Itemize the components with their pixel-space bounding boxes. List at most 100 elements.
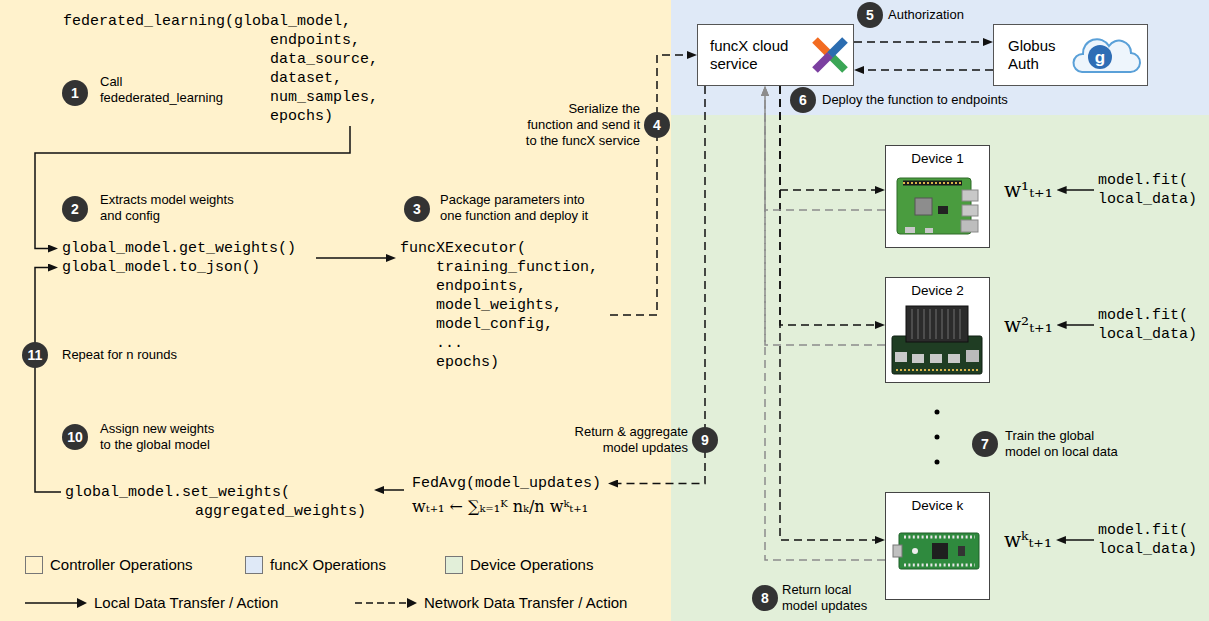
callout-number: 11	[22, 342, 48, 368]
usb-port	[962, 205, 978, 216]
formula-text: wₜ₊₁ ← ∑ₖ₌₁ᴷ nₖ/n wᵏₜ₊₁	[412, 497, 588, 517]
legend-item: Local Data Transfer / Action	[25, 593, 278, 613]
code-text: model.fit( local_data)	[1098, 171, 1199, 209]
code-text: model.fit( local_data)	[1098, 306, 1199, 344]
local-connector	[316, 257, 392, 259]
code-text: global_model.get_weights() global_model.…	[62, 239, 312, 277]
ethernet-port	[961, 220, 978, 232]
code-block: funcXExecutor( training_function, endpoi…	[396, 239, 610, 372]
callout-note: Authorization	[888, 7, 964, 23]
callout-number: 5	[857, 2, 883, 28]
local-connector	[35, 268, 61, 493]
code-text: funcXExecutor( training_function, endpoi…	[436, 239, 606, 372]
callout-note: Call fedederated_learning	[100, 74, 235, 106]
legend-text: funcX Operations	[270, 555, 386, 575]
code-text: federated_learning(global_model, endpoin…	[270, 12, 385, 126]
port	[895, 352, 907, 362]
weight-symbol: wᵏₜ₊₁	[1000, 528, 1056, 552]
logo-cloud	[1073, 39, 1140, 72]
chip	[932, 543, 948, 559]
board	[897, 178, 971, 234]
code-block: global_model.set_weights( aggregated_wei…	[61, 483, 374, 521]
callout-note: Return & aggregate model updates	[563, 424, 688, 456]
port	[948, 354, 960, 363]
port	[930, 354, 942, 363]
callout-number: 10	[62, 424, 88, 450]
auth-box: Globus Auth	[993, 24, 1148, 86]
code-block: model.fit( local_data)	[1094, 171, 1203, 209]
legend-swatch	[25, 556, 43, 574]
usb-port	[962, 190, 978, 201]
legend-arrowhead	[77, 598, 87, 608]
math-text: wᵏₜ₊₁	[1004, 528, 1052, 552]
heatsink-fins	[912, 309, 960, 339]
box-label: Globus Auth	[1008, 37, 1068, 73]
dot	[935, 410, 940, 415]
code-block: model.fit( local_data)	[1094, 521, 1203, 559]
network-connector	[765, 90, 885, 210]
port	[912, 354, 924, 363]
callout-number: 4	[644, 112, 670, 138]
pin-row	[904, 564, 975, 567]
legend-text: Device Operations	[470, 555, 593, 575]
network-connector	[765, 90, 885, 560]
box-fill	[885, 145, 990, 248]
funcx-region	[671, 0, 1209, 115]
cpu-chip	[915, 198, 932, 215]
device-label: Device 1	[886, 150, 989, 168]
legend-swatch	[245, 556, 263, 574]
callout-number: 7	[972, 431, 998, 457]
callout-number: 3	[404, 196, 430, 222]
callout-note: Package parameters into one function and…	[440, 192, 595, 224]
service-box: funcX cloud service	[697, 24, 854, 86]
callout-note: Serialize the function and send it to th…	[523, 101, 640, 149]
callout-note: Extracts model weights and config	[100, 192, 245, 224]
network-connector	[780, 86, 881, 325]
device-label: Device 2	[886, 282, 989, 300]
code-block: model.fit( local_data)	[1094, 306, 1203, 344]
code-block: global_model.get_weights() global_model.…	[58, 239, 316, 277]
code-block: FedAvg(model_updates)	[404, 474, 608, 493]
legend-text: Controller Operations	[50, 555, 193, 575]
chip	[958, 546, 965, 556]
device-box: Device k	[885, 492, 990, 600]
local-connector	[1060, 539, 1094, 541]
gpio-pins	[903, 182, 962, 184]
box-fill	[697, 24, 854, 86]
callout-number: 1	[62, 80, 88, 106]
usb-port	[893, 545, 902, 557]
controller-region	[0, 0, 671, 621]
legend-swatch	[445, 556, 463, 574]
callout-number: 8	[752, 585, 778, 611]
hdmi-port	[905, 227, 915, 233]
callout-note: Deploy the function to endpoints	[822, 92, 1008, 108]
weight-symbol: w²ₜ₊₁	[1000, 313, 1057, 337]
board	[899, 533, 979, 569]
legend-line-sample	[25, 597, 87, 609]
pin-row	[904, 536, 975, 539]
device-box: Device 1	[885, 145, 990, 248]
code-block: federated_learning(global_model, endpoin…	[59, 12, 389, 126]
funcx-logo	[815, 40, 845, 70]
code-text: global_model.set_weights( aggregated_wei…	[195, 483, 370, 521]
legend-line-sample	[355, 597, 417, 609]
math-text: w²ₜ₊₁	[1004, 313, 1053, 337]
box-fill	[885, 492, 990, 600]
callout-number: 2	[62, 196, 88, 222]
network-connector	[780, 86, 881, 540]
device-box: Device 2	[885, 277, 990, 383]
jetson-nano-picture	[892, 306, 982, 374]
callout-number: 9	[692, 427, 718, 453]
callout-number: 6	[790, 87, 816, 113]
logo-letter: g	[1088, 45, 1112, 69]
device-region	[671, 115, 1209, 621]
legend-arrowhead	[407, 598, 417, 608]
local-connector	[1061, 189, 1094, 191]
gpio-header	[903, 181, 962, 186]
chip	[938, 206, 948, 214]
raspberry-pi-picture	[897, 178, 978, 234]
code-text: FedAvg(model_updates)	[412, 474, 604, 493]
callout-note: Repeat for n rounds	[62, 347, 177, 363]
logo-stroke	[815, 55, 830, 70]
callout-note: Return local model updates	[782, 582, 877, 614]
